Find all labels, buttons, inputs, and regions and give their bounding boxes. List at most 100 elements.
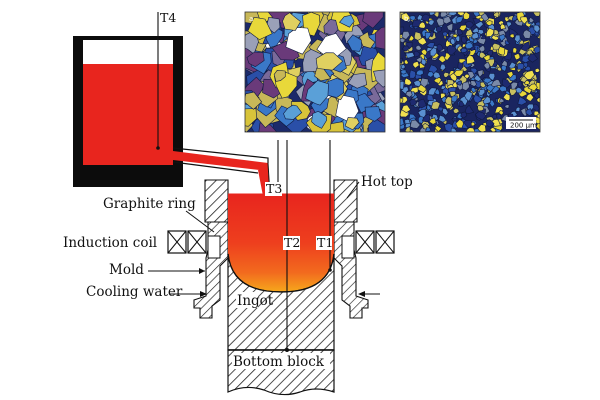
grain (438, 114, 447, 123)
label-hot-top: Hot top (361, 174, 413, 190)
grain (482, 77, 493, 84)
grain (450, 37, 456, 46)
grain (413, 50, 420, 58)
grain (517, 96, 528, 106)
grain (491, 114, 498, 120)
grain (482, 96, 491, 105)
grain (452, 107, 460, 114)
grain (471, 31, 480, 40)
grain (533, 24, 540, 34)
grain (404, 126, 411, 132)
grain (245, 91, 263, 110)
grain (456, 28, 464, 36)
grain (515, 106, 521, 112)
grain (362, 12, 384, 29)
grain (404, 59, 410, 65)
grain (524, 65, 532, 71)
grain (483, 61, 491, 70)
grain (443, 71, 450, 78)
grain (520, 41, 531, 52)
grain (461, 81, 470, 91)
grain (477, 69, 484, 78)
grain (499, 34, 506, 42)
grain (534, 67, 540, 73)
grain (359, 31, 376, 49)
scale-bar-label: 200 μm (510, 122, 537, 130)
grain (532, 12, 540, 17)
grain (520, 16, 529, 25)
grain (525, 108, 533, 116)
grain (401, 12, 411, 22)
grain (463, 12, 470, 20)
grain (458, 100, 465, 107)
grain (414, 31, 422, 41)
grain (496, 66, 502, 72)
grain (499, 85, 507, 93)
grain (478, 44, 486, 53)
grain (439, 63, 447, 71)
grain (504, 40, 511, 46)
grain (514, 34, 521, 44)
label-t2: T2 (284, 235, 300, 250)
grain (499, 97, 506, 103)
grain (479, 81, 487, 89)
label-mold: Mold (109, 262, 144, 278)
grain (344, 117, 360, 131)
grain (418, 21, 426, 29)
tundish-melt (83, 64, 173, 165)
grain (508, 61, 517, 69)
grain (415, 56, 424, 63)
grain (535, 123, 540, 130)
label-t4: T4 (160, 10, 176, 25)
grain (518, 39, 525, 45)
grain (404, 77, 413, 86)
grain (450, 127, 458, 132)
grain (506, 71, 514, 79)
grain (429, 117, 437, 125)
grain (420, 48, 428, 56)
micrograph-b-tag: b (404, 15, 409, 23)
grain (305, 80, 329, 106)
grain (428, 12, 436, 16)
grain (409, 98, 418, 106)
grain (461, 36, 467, 45)
grain (441, 107, 449, 116)
grain (472, 18, 482, 26)
grain (430, 101, 441, 110)
grain (409, 119, 421, 129)
grain (405, 90, 413, 98)
grain (533, 110, 540, 117)
grain (485, 58, 495, 68)
grain (490, 79, 502, 88)
molten-sump (228, 194, 334, 292)
grain (428, 87, 437, 96)
grain (446, 23, 454, 32)
grain (485, 27, 495, 38)
grain (368, 118, 385, 132)
label-t1: T1 (317, 235, 333, 250)
grain (417, 108, 427, 118)
grain (533, 46, 540, 54)
mold (193, 221, 369, 319)
grain (509, 33, 515, 39)
grain (339, 14, 355, 28)
micrograph-coarse-grain (245, 12, 385, 132)
grain (493, 28, 500, 36)
grain (400, 69, 407, 75)
grain (465, 127, 476, 132)
tundish (73, 36, 183, 187)
grain (497, 46, 506, 56)
micrograph-fine-grain (400, 12, 540, 132)
grain (489, 127, 497, 132)
grain (373, 69, 385, 88)
grain (247, 16, 273, 41)
grain (492, 42, 502, 51)
grain (526, 49, 533, 56)
grain (470, 121, 476, 127)
grain (400, 63, 406, 69)
grain (282, 12, 301, 31)
grain (457, 12, 466, 17)
grain (512, 47, 518, 54)
grain (415, 44, 422, 51)
